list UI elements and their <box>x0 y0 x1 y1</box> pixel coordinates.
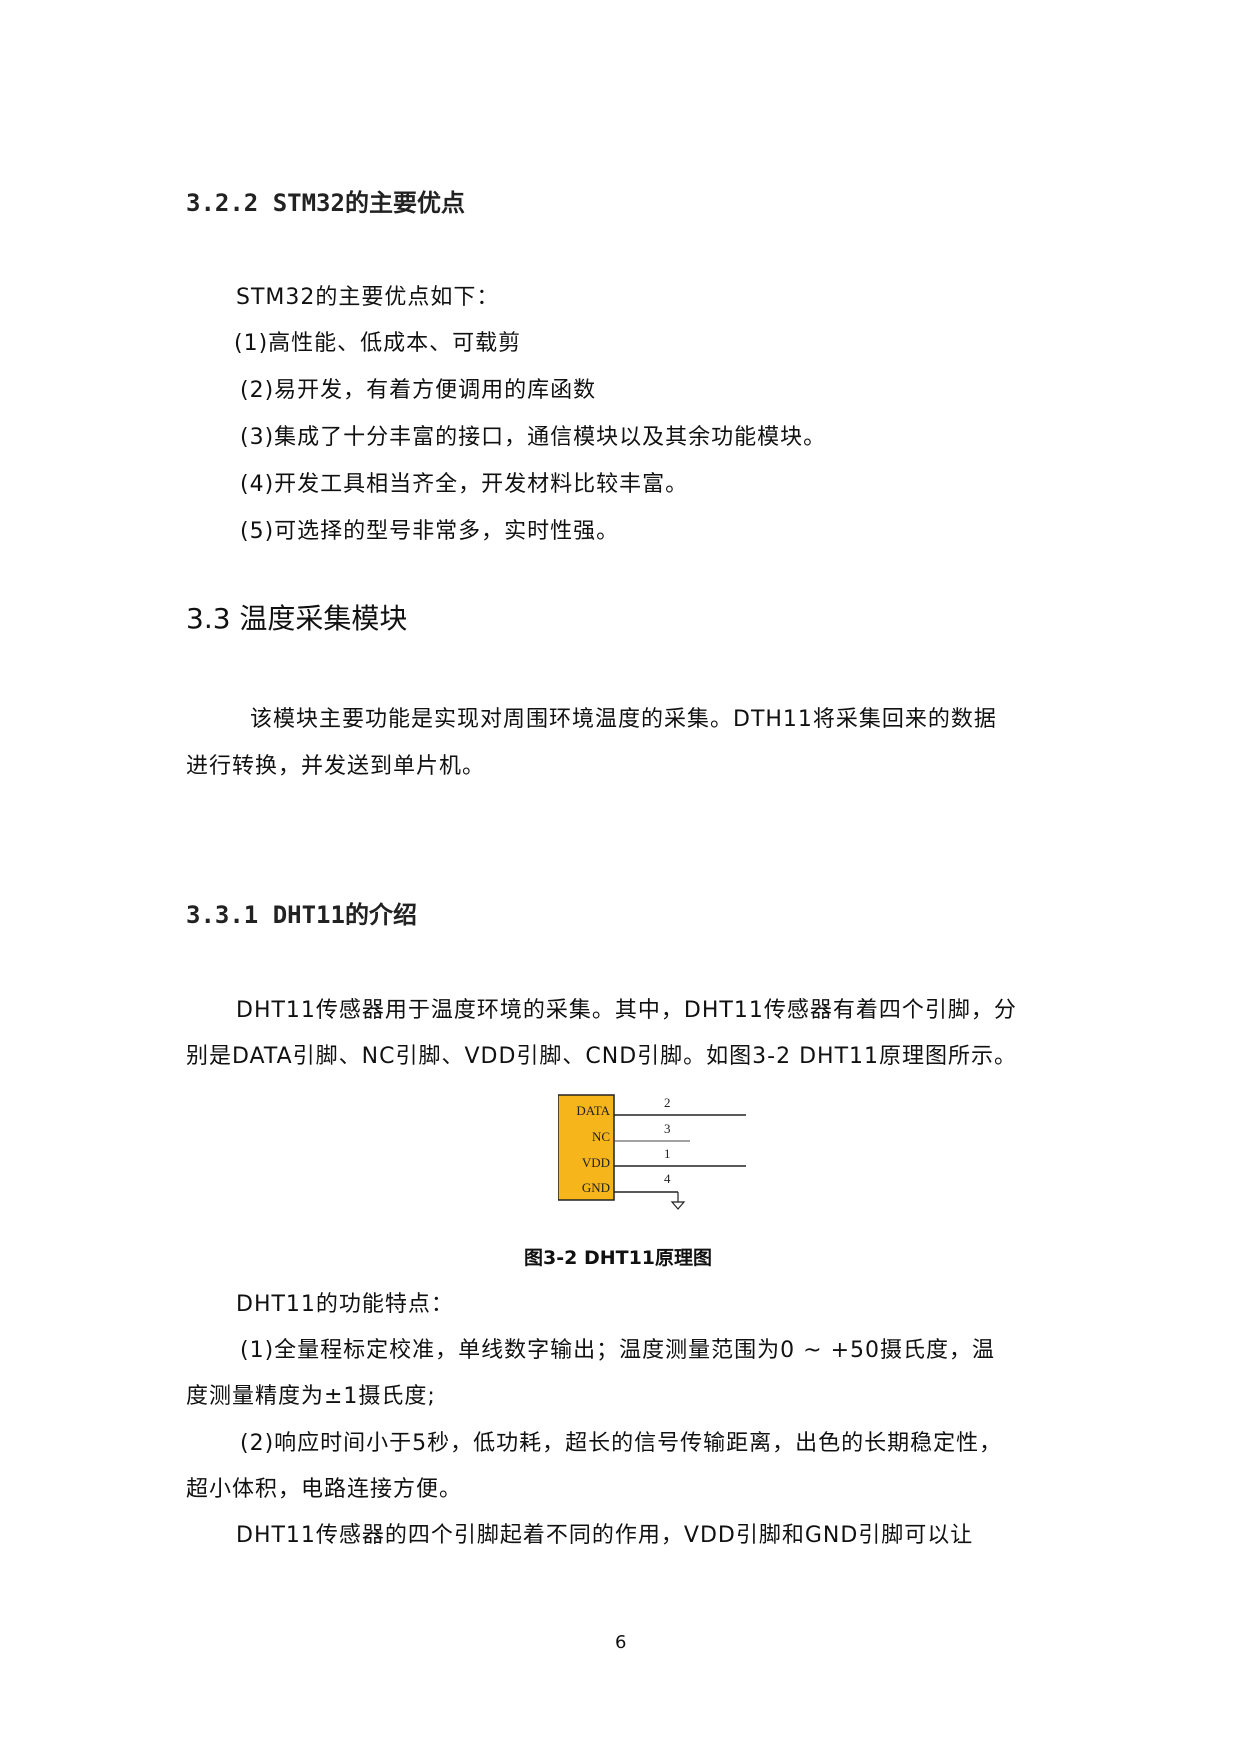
feature-1-line-2: 度测量精度为±1摄氏度; <box>186 1384 436 1409</box>
stm32-item-4: (4)开发工具相当齐全，开发材料比较丰富。 <box>240 472 689 497</box>
stm32-intro: STM32的主要优点如下： <box>236 285 500 310</box>
temp-module-line-2: 进行转换，并发送到单片机。 <box>186 754 486 779</box>
stm32-item-1: (1)高性能、低成本、可载剪 <box>234 331 522 356</box>
stm32-item-2: (2)易开发，有着方便调用的库函数 <box>240 378 597 403</box>
svg-text:2: 2 <box>664 1095 671 1110</box>
feature-2-line-2: 超小体积，电路连接方便。 <box>186 1477 463 1502</box>
dht11-para-line-1: DHT11传感器用于温度环境的采集。其中，DHT11传感器有着四个引脚，分 <box>236 998 1017 1023</box>
svg-text:1: 1 <box>664 1146 671 1161</box>
svg-text:DATA: DATA <box>576 1103 610 1118</box>
stm32-item-3: (3)集成了十分丰富的接口，通信模块以及其余功能模块。 <box>240 425 827 450</box>
stm32-item-5: (5)可选择的型号非常多，实时性强。 <box>240 519 620 544</box>
dht11-pins-line: DHT11传感器的四个引脚起着不同的作用，VDD引脚和GND引脚可以让 <box>236 1523 974 1548</box>
section-heading-3-2-2: 3.2.2 STM32的主要优点 <box>186 189 465 217</box>
dht11-schematic-diagram: DATA NC VDD GND 2 3 1 4 <box>557 1091 748 1211</box>
temp-module-line-1: 该模块主要功能是实现对周围环境温度的采集。DTH11将采集回来的数据 <box>250 707 997 732</box>
figure-caption: 图3-2 DHT11原理图 <box>524 1247 713 1269</box>
section-heading-3-3: 3.3 温度采集模块 <box>186 602 408 635</box>
svg-text:GND: GND <box>582 1180 610 1195</box>
svg-text:VDD: VDD <box>582 1155 610 1170</box>
feature-1-line-1: (1)全量程标定校准，单线数字输出；温度测量范围为0 ~ +50摄氏度，温 <box>240 1338 996 1363</box>
dht11-para-line-2: 别是DATA引脚、NC引脚、VDD引脚、CND引脚。如图3-2 DHT11原理图… <box>186 1044 1018 1069</box>
svg-text:3: 3 <box>664 1121 671 1136</box>
svg-text:4: 4 <box>664 1171 671 1186</box>
section-heading-3-3-1: 3.3.1 DHT11的介绍 <box>186 901 417 929</box>
feature-2-line-1: (2)响应时间小于5秒，低功耗，超长的信号传输距离，出色的长期稳定性， <box>240 1431 1003 1456</box>
page-number: 6 <box>615 1632 627 1653</box>
svg-text:NC: NC <box>592 1129 610 1144</box>
schematic-svg: DATA NC VDD GND 2 3 1 4 <box>557 1094 746 1210</box>
dht11-features-title: DHT11的功能特点： <box>236 1292 454 1317</box>
